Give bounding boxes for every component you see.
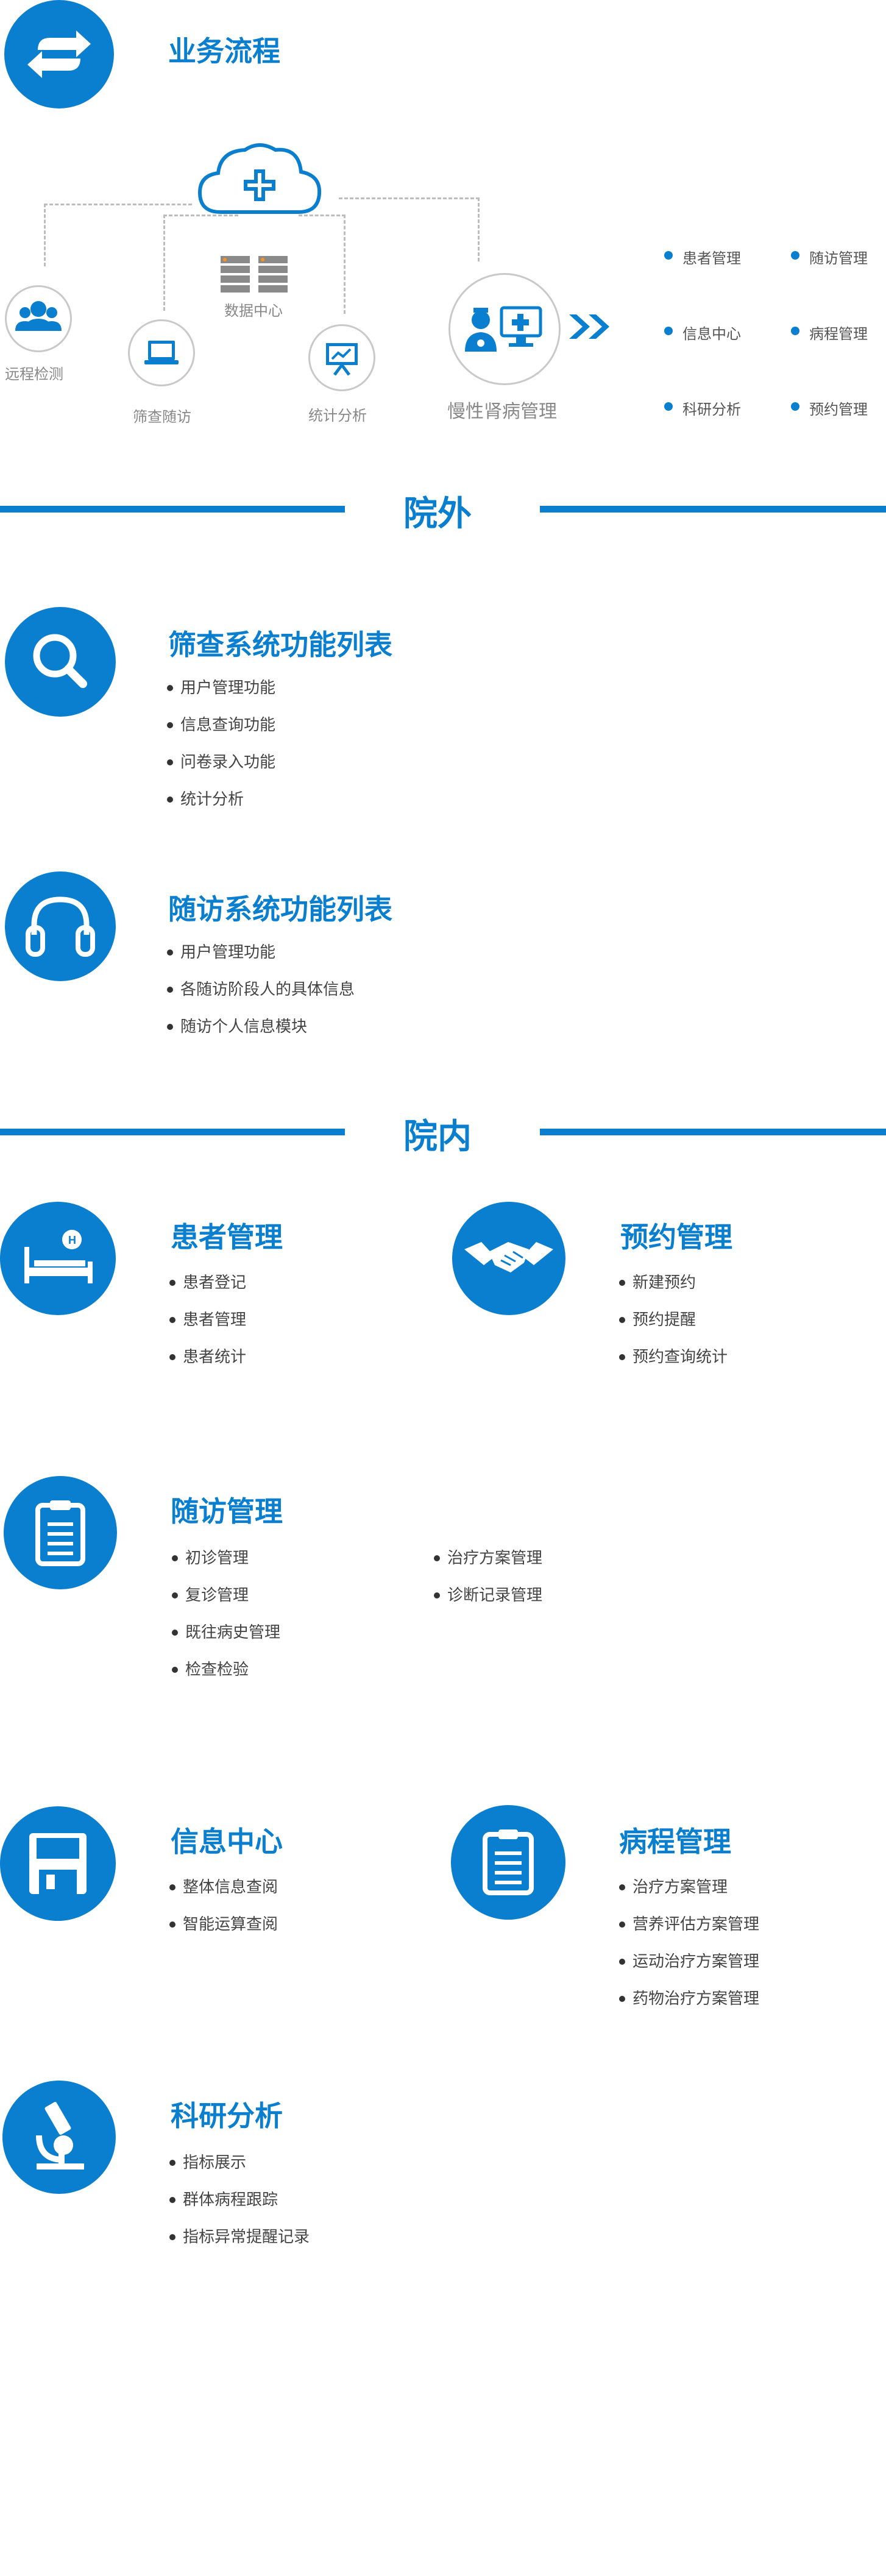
floppy-disk-icon — [0, 1806, 116, 1921]
module-patient: 患者管理 — [664, 246, 741, 268]
search-icon — [5, 607, 116, 717]
list-item: 用户管理功能 — [166, 940, 355, 977]
course-list: 治疗方案管理 营养评估方案管理 运动治疗方案管理 药物治疗方案管理 — [618, 1875, 759, 2023]
info-list: 整体信息查阅 智能运算查阅 — [168, 1875, 278, 1949]
list-item: 指标异常提醒记录 — [168, 2224, 310, 2262]
divider-inside-right — [540, 1129, 886, 1135]
headphones-icon — [5, 871, 116, 981]
info-title: 信息中心 — [171, 1826, 283, 1857]
double-chevron-icon — [567, 312, 613, 341]
clipboard-icon — [451, 1805, 565, 1920]
list-item: 运动治疗方案管理 — [618, 1949, 759, 1986]
list-item: 问卷录入功能 — [166, 750, 275, 787]
divider-outside-left — [0, 506, 345, 513]
list-item: 患者管理 — [168, 1307, 246, 1344]
module-appointment: 预约管理 — [791, 397, 868, 419]
connector-left — [44, 204, 192, 266]
patient-title: 患者管理 — [171, 1221, 283, 1253]
list-item: 患者登记 — [168, 1270, 246, 1307]
list-item: 整体信息查阅 — [168, 1875, 278, 1912]
list-item: 既往病史管理 — [171, 1620, 280, 1657]
connector-right — [339, 197, 480, 261]
module-followup: 随访管理 — [791, 246, 868, 268]
appointment-title: 预约管理 — [620, 1221, 732, 1253]
doctor-icon — [465, 306, 542, 352]
list-item: 初诊管理 — [171, 1545, 280, 1583]
list-item: 复诊管理 — [171, 1583, 280, 1620]
list-item: 预约提醒 — [618, 1307, 728, 1344]
list-item: 信息查询功能 — [166, 712, 275, 750]
list-item: 预约查询统计 — [618, 1344, 728, 1382]
module-info: 信息中心 — [664, 322, 741, 343]
followup-list-right: 治疗方案管理 诊断记录管理 — [433, 1545, 542, 1620]
screening-list: 用户管理功能 信息查询功能 问卷录入功能 统计分析 — [166, 675, 275, 824]
ckd-label: 慢性肾病管理 — [447, 402, 557, 422]
svg-text:H: H — [68, 1234, 76, 1246]
business-flow-title: 业务流程 — [168, 35, 280, 67]
people-icon — [5, 285, 72, 352]
outside-label: 院外 — [403, 494, 472, 533]
list-item: 用户管理功能 — [166, 675, 275, 712]
list-item: 诊断记录管理 — [433, 1583, 542, 1620]
data-center-label: 数据中心 — [224, 303, 283, 319]
list-item: 指标展示 — [168, 2150, 310, 2187]
module-course: 病程管理 — [791, 322, 868, 343]
module-research: 科研分析 — [664, 397, 741, 419]
list-item: 统计分析 — [166, 787, 275, 824]
remote-label: 远程检测 — [5, 366, 63, 383]
list-item: 治疗方案管理 — [618, 1875, 759, 1912]
server-icon — [219, 255, 289, 295]
divider-outside-right — [540, 506, 886, 513]
clipboard-icon — [4, 1476, 117, 1589]
handshake-icon — [452, 1202, 565, 1315]
followup-title: 随访管理 — [171, 1496, 283, 1527]
list-item: 治疗方案管理 — [433, 1545, 542, 1583]
screening-title: 筛查系统功能列表 — [168, 629, 392, 661]
followup-list-left: 初诊管理 复诊管理 既往病史管理 检查检验 — [171, 1545, 280, 1694]
laptop-icon — [128, 319, 195, 386]
list-item: 检查检验 — [171, 1657, 280, 1694]
list-item: 营养评估方案管理 — [618, 1912, 759, 1949]
list-item: 群体病程跟踪 — [168, 2187, 310, 2224]
microscope-icon — [2, 2081, 116, 2194]
presentation-icon — [308, 324, 375, 391]
followup-system-title: 随访系统功能列表 — [168, 893, 392, 925]
followup-system-list: 用户管理功能 各随访阶段人的具体信息 随访个人信息模块 — [166, 940, 355, 1051]
list-item: 随访个人信息模块 — [166, 1014, 355, 1051]
list-item: 药物治疗方案管理 — [618, 1986, 759, 2023]
course-title: 病程管理 — [619, 1826, 731, 1857]
refresh-icon — [4, 0, 114, 108]
patient-list: 患者登记 患者管理 患者统计 — [168, 1270, 246, 1382]
list-item: 智能运算查阅 — [168, 1912, 278, 1949]
hospital-bed-icon: H — [0, 1202, 116, 1315]
list-item: 患者统计 — [168, 1344, 246, 1382]
connector-center-right — [299, 215, 346, 314]
appointment-list: 新建预约 预约提醒 预约查询统计 — [618, 1270, 728, 1382]
list-item: 各随访阶段人的具体信息 — [166, 977, 355, 1014]
research-list: 指标展示 群体病程跟踪 指标异常提醒记录 — [168, 2150, 310, 2262]
list-item: 新建预约 — [618, 1270, 728, 1307]
inside-label: 院内 — [403, 1117, 472, 1155]
statistics-label: 统计分析 — [308, 408, 367, 424]
cloud-medical-icon — [196, 139, 323, 218]
screening-label: 筛查随访 — [133, 409, 191, 425]
connector-center-left — [163, 215, 238, 311]
research-title: 科研分析 — [171, 2100, 283, 2132]
ckd-ring — [448, 273, 561, 385]
divider-inside-left — [0, 1129, 345, 1135]
